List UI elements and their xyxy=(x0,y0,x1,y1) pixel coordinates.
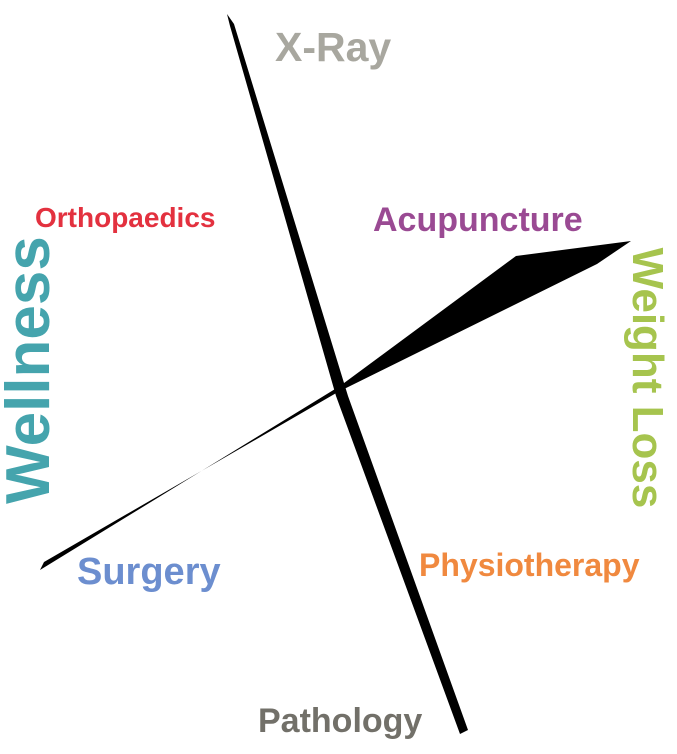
label-weight-loss: Weight Loss xyxy=(623,247,672,509)
label-surgery: Surgery xyxy=(77,551,221,593)
label-acupuncture: Acupuncture xyxy=(373,201,583,239)
label-orthopaedics: Orthopaedics xyxy=(35,202,216,233)
cross-stroke-descending xyxy=(227,14,468,734)
label-wellness: Wellness xyxy=(0,236,63,504)
label-x-ray: X-Ray xyxy=(275,24,392,70)
cross-stroke-ascending xyxy=(40,241,631,570)
label-physiotherapy: Physiotherapy xyxy=(419,547,640,583)
label-pathology: Pathology xyxy=(258,702,423,740)
